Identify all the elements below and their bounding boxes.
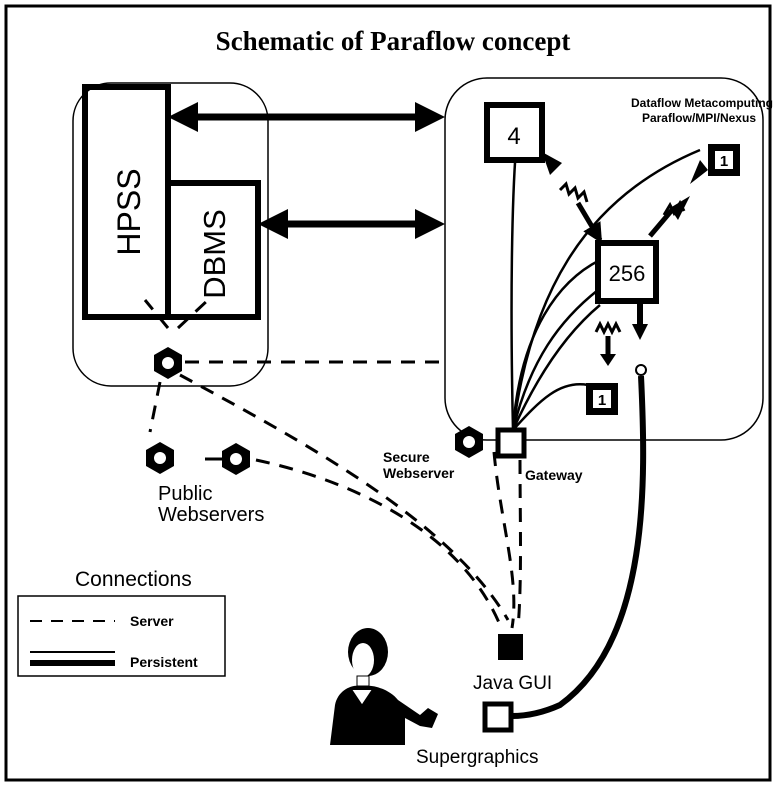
persistent-port <box>635 364 647 376</box>
node-4-pointer <box>542 152 562 175</box>
person-at-computer-icon <box>330 628 438 745</box>
legend-server-label: Server <box>130 613 174 629</box>
java-gui-box[interactable] <box>498 634 523 660</box>
server-connections <box>143 298 522 629</box>
supergraphics-label: Supergraphics <box>416 747 539 768</box>
node-4-label: 4 <box>507 123 520 150</box>
legend-persistent-label: Persistent <box>130 654 198 670</box>
compute-header-line2: Paraflow/MPI/Nexus <box>642 111 756 125</box>
node-1-bottom-inner <box>593 390 611 408</box>
node-256-box[interactable] <box>595 240 659 304</box>
dbms-label: DBMS <box>197 209 232 299</box>
node-1-top-inner <box>715 151 733 169</box>
compute-header-line1: Dataflow Metacomputing <box>631 96 773 110</box>
node-1-bottom-label: 1 <box>598 392 606 409</box>
public-webservers-label-line2: Webservers <box>158 504 264 526</box>
gateway-box[interactable] <box>495 427 527 459</box>
gateway-persistent-links <box>510 147 701 431</box>
secure-webserver-label-line1: Secure <box>383 449 430 465</box>
storage-compute-arrows <box>168 102 445 239</box>
supergraphics-persistent-link <box>511 375 647 719</box>
node-4-box[interactable] <box>484 102 545 163</box>
diagram-title: Schematic of Paraflow concept <box>216 26 571 56</box>
node-256-down-arrow <box>632 302 648 340</box>
zigzag-arrow-icon <box>648 196 690 238</box>
storage-webserver-icon[interactable] <box>154 347 182 379</box>
node-1-top-pointer <box>690 160 708 184</box>
storage-group-box <box>72 82 269 387</box>
dbms-box <box>165 180 261 320</box>
java-gui-label: Java GUI <box>473 673 552 694</box>
zigzag-arrow-icon <box>594 320 622 366</box>
node-256-label: 256 <box>609 261 646 286</box>
hpss-label: HPSS <box>111 168 147 255</box>
legend-box <box>17 595 226 677</box>
gateway-label: Gateway <box>525 467 583 483</box>
secure-webserver-label-line2: Webserver <box>383 465 455 481</box>
compute-group-box <box>444 77 764 441</box>
node-1-top-label: 1 <box>720 153 728 170</box>
public-webserver-2-icon[interactable] <box>222 443 250 475</box>
supergraphics-box[interactable] <box>482 701 514 733</box>
secure-webserver-icon[interactable] <box>455 426 483 458</box>
outer-frame <box>4 4 772 782</box>
public-webservers-label-line1: Public <box>158 483 212 505</box>
legend-title: Connections <box>75 568 192 591</box>
zigzag-arrow-icon <box>558 181 603 244</box>
public-webserver-1-icon[interactable] <box>146 442 174 474</box>
